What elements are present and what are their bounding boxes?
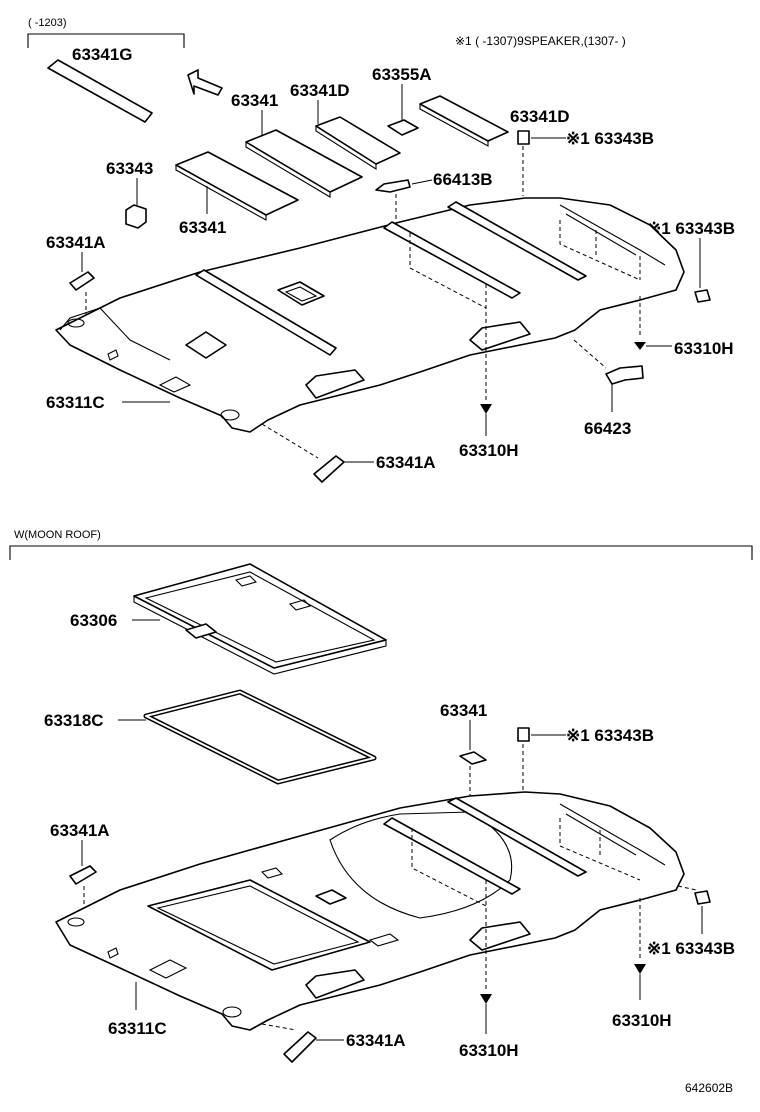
part-63341d-a[interactable] xyxy=(315,116,401,165)
part-63310h-bottom-b[interactable] xyxy=(480,994,492,1004)
label-63341-arrow[interactable]: 63341 xyxy=(231,91,278,110)
part-66423[interactable] xyxy=(605,365,644,385)
part-63341-pad-1[interactable] xyxy=(175,151,299,216)
label-63341a-bottom-a[interactable]: 63341A xyxy=(50,821,110,840)
label-63310h-a[interactable]: 63310H xyxy=(674,339,734,358)
label-63306[interactable]: 63306 xyxy=(70,611,117,630)
label-63341-b[interactable]: 63341 xyxy=(179,218,226,237)
label-63310h-bottom-b[interactable]: 63310H xyxy=(459,1041,519,1060)
label-63341a-bottom-b[interactable]: 63341A xyxy=(346,1031,406,1050)
part-63343[interactable] xyxy=(125,204,147,229)
moon-roof-opening xyxy=(147,879,371,971)
visor-recess-left xyxy=(305,369,365,399)
label-63341-bottom[interactable]: 63341 xyxy=(440,701,487,720)
moon-roof-bracket xyxy=(9,545,753,560)
part-63341-bottom[interactable] xyxy=(459,751,487,765)
label-63311c[interactable]: 63311C xyxy=(46,393,105,412)
top-range-note: ( -1203) xyxy=(28,17,67,29)
part-63343b-clip-b[interactable] xyxy=(694,289,711,303)
label-63318c[interactable]: 63318C xyxy=(44,711,104,730)
part-63341a-bottom-a[interactable] xyxy=(69,865,97,885)
visor-recess-right xyxy=(469,321,531,351)
part-63343b-clip-a[interactable] xyxy=(517,130,530,145)
label-63341a-b[interactable]: 63341A xyxy=(376,453,436,472)
part-63341-pad-2[interactable] xyxy=(245,129,363,193)
moon-roof-heading: W(MOON ROOF) xyxy=(14,529,101,541)
label-63341g[interactable]: 63341G xyxy=(72,45,133,64)
part-63343b-clip-bottom-b[interactable] xyxy=(694,890,711,905)
part-63341a-a[interactable] xyxy=(69,271,95,291)
part-63306[interactable] xyxy=(133,563,387,669)
label-63341d-a[interactable]: 63341D xyxy=(290,81,350,100)
part-63355a[interactable] xyxy=(387,119,419,136)
headliner-top[interactable] xyxy=(55,197,685,433)
label-66413b[interactable]: 66413B xyxy=(433,170,493,189)
part-63310h-clip-b[interactable] xyxy=(480,404,492,414)
part-63341a-b[interactable] xyxy=(313,455,345,483)
label-66423[interactable]: 66423 xyxy=(584,419,631,438)
part-63343b-clip-bottom-a[interactable] xyxy=(517,727,530,742)
part-63310h-clip-a[interactable] xyxy=(634,342,646,350)
footer-code: 642602B xyxy=(685,1081,733,1095)
speaker-note: ※1 ( -1307)9SPEAKER,(1307- ) xyxy=(455,34,626,48)
label-63311c-bottom[interactable]: 63311C xyxy=(108,1019,167,1038)
part-63341g[interactable] xyxy=(47,59,153,123)
label-63310h-bottom-a[interactable]: 63310H xyxy=(612,1011,672,1030)
label-63343b-bottom-a[interactable]: ※1 63343B xyxy=(566,726,654,745)
label-63310h-b[interactable]: 63310H xyxy=(459,441,519,460)
part-63341a-bottom-b[interactable] xyxy=(283,1031,317,1063)
part-63341d-b[interactable] xyxy=(419,95,509,142)
label-63343b-a[interactable]: ※1 63343B xyxy=(566,129,654,148)
dome-light-opening xyxy=(185,331,227,359)
part-63318c[interactable] xyxy=(143,689,377,785)
part-63310h-bottom-a[interactable] xyxy=(634,964,646,974)
label-63343[interactable]: 63343 xyxy=(106,159,153,178)
label-63341d-b[interactable]: 63341D xyxy=(510,107,570,126)
front-arrow-icon xyxy=(187,69,223,96)
range-bracket xyxy=(27,33,185,48)
part-66413b[interactable] xyxy=(375,179,411,193)
label-63341a-a[interactable]: 63341A xyxy=(46,233,106,252)
headliner-moon-roof[interactable] xyxy=(55,791,685,1031)
label-63355a[interactable]: 63355A xyxy=(372,65,432,84)
label-63343b-b[interactable]: ※1 63343B xyxy=(647,219,735,238)
label-63343b-bottom-b[interactable]: ※1 63343B xyxy=(647,939,735,958)
